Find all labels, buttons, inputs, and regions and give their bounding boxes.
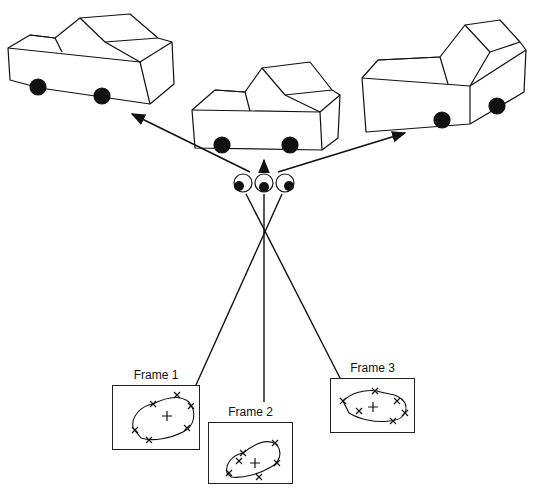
car-right [362, 20, 526, 132]
frame-box [112, 385, 200, 450]
frame-node: Frame 1 [112, 368, 200, 450]
frame-node: Frame 2 [208, 405, 293, 484]
projection-lines [196, 194, 340, 402]
frame-label: Frame 3 [330, 361, 415, 375]
feature-blob [113, 386, 201, 451]
frame-label: Frame 1 [112, 368, 200, 382]
view-arrows [132, 114, 405, 172]
feature-blob [331, 379, 416, 434]
frame-label: Frame 2 [208, 405, 293, 419]
frame-node: Frame 3 [330, 361, 415, 433]
frame-box [208, 422, 293, 484]
feature-blob [209, 423, 294, 485]
car-middle [192, 62, 340, 153]
car-left [8, 14, 174, 104]
frame-box [330, 378, 415, 433]
eyes [234, 174, 294, 192]
